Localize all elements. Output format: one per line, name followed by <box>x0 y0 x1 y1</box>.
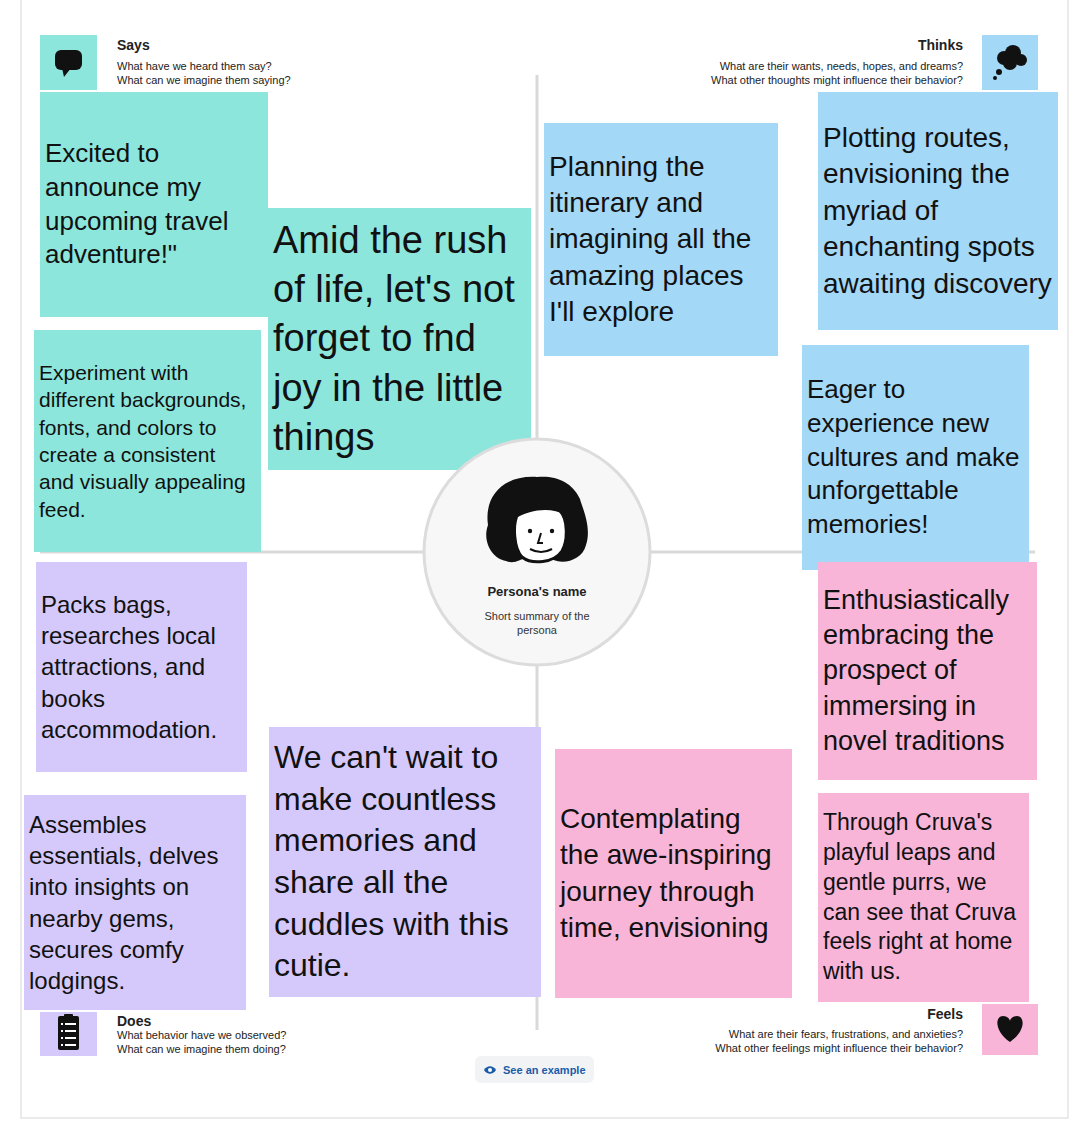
sticky-note: Planning the itinerary and imagining all… <box>544 123 778 356</box>
quadrant-prompt: What have we heard them say? <box>117 60 272 72</box>
button-label: See an example <box>503 1064 586 1076</box>
note-text: Packs bags, researches local attractions… <box>41 589 242 745</box>
persona-face-part <box>486 477 588 563</box>
quadrant-prompt: What can we imagine them doing? <box>117 1043 286 1055</box>
note-text: Eager to experience new cultures and mak… <box>807 373 1024 542</box>
does-icon-part <box>65 1044 76 1046</box>
persona-circle-shape <box>424 439 650 665</box>
thinks-icon-part <box>982 35 1038 90</box>
quadrant-prompt: What other feelings might influence thei… <box>715 1042 963 1054</box>
does-icon-part <box>40 1012 97 1056</box>
eye-icon <box>483 1065 497 1075</box>
thinks-icon-part <box>993 76 997 80</box>
quadrant-prompt: What are their wants, needs, hopes, and … <box>720 60 963 72</box>
does-icon-part <box>65 1037 76 1039</box>
sticky-note: We can't wait to make countless memories… <box>269 727 541 997</box>
sticky-note: Contemplating the awe-inspiring journey … <box>555 749 792 998</box>
does-icon-part <box>61 1037 63 1039</box>
does-icon-part <box>65 1023 76 1025</box>
sticky-note: Eager to experience new cultures and mak… <box>802 345 1029 570</box>
note-text: Assembles essentials, delves into insigh… <box>29 809 241 996</box>
note-text: Contemplating the awe-inspiring journey … <box>560 801 787 947</box>
sticky-note: Experiment with different backgrounds, f… <box>34 330 261 552</box>
quadrant-prompt: What are their fears, frustrations, and … <box>729 1028 963 1040</box>
thinks-icon <box>982 35 1038 90</box>
note-text: We can't wait to make countless memories… <box>274 737 536 987</box>
thinks-icon-part <box>996 69 1002 75</box>
persona-face-part <box>538 533 543 543</box>
says-icon-part <box>62 68 71 77</box>
eye-icon-pupil <box>488 1068 492 1072</box>
does-icon-part <box>58 1016 79 1050</box>
note-text: Amid the rush of life, let's not forget … <box>273 216 526 463</box>
note-text: Plotting routes, envisioning the myriad … <box>823 120 1053 302</box>
thinks-icon-part <box>1003 56 1017 70</box>
persona-face-part <box>528 529 532 533</box>
persona-name: Persona's name <box>487 583 586 601</box>
feels-icon-part <box>982 1004 1038 1055</box>
sticky-note: Amid the rush of life, let's not forget … <box>268 208 531 470</box>
feels-icon-part <box>997 1016 1022 1042</box>
persona-face-part <box>530 549 552 552</box>
sticky-note: Plotting routes, envisioning the myriad … <box>818 92 1058 330</box>
quadrant-heading: Does <box>117 1013 151 1029</box>
quadrant-prompt: What behavior have we observed? <box>117 1029 286 1041</box>
note-text: Excited to announce my upcoming travel a… <box>45 137 263 272</box>
page-frame-part <box>21 0 1068 1118</box>
does-icon-part <box>64 1014 73 1018</box>
persona-face-part <box>550 529 554 533</box>
does-icon-part <box>65 1030 76 1032</box>
sticky-note: Assembles essentials, delves into insigh… <box>24 795 246 1010</box>
sticky-note: Enthusiastically embracing the prospect … <box>818 562 1037 780</box>
quadrant-heading: Says <box>117 37 150 53</box>
does-icon <box>40 1012 97 1056</box>
sticky-note: Excited to announce my upcoming travel a… <box>40 92 268 317</box>
quadrant-prompt: What other thoughts might influence thei… <box>711 74 963 86</box>
example-button: See an example <box>475 1056 594 1083</box>
does-icon-part <box>61 1030 63 1032</box>
says-icon-part <box>55 50 82 70</box>
does-icon-part <box>61 1023 63 1025</box>
quadrant-prompt: What can we imagine them saying? <box>117 74 291 86</box>
quadrant-heading: Feels <box>927 1006 963 1022</box>
persona-face-part <box>514 503 566 519</box>
note-text: Enthusiastically embracing the prospect … <box>823 583 1032 758</box>
persona-face-icon <box>486 477 588 563</box>
note-text: Through Cruva's playful leaps and gentle… <box>823 808 1024 987</box>
note-text: Experiment with different backgrounds, f… <box>39 359 256 523</box>
says-icon-part <box>40 35 97 90</box>
says-icon <box>40 35 97 90</box>
feels-icon <box>982 1004 1038 1055</box>
note-text: Planning the itinerary and imagining all… <box>549 149 773 331</box>
does-icon-part <box>61 1044 63 1046</box>
sticky-note: Through Cruva's playful leaps and gentle… <box>818 793 1029 1002</box>
page-frame <box>21 0 1068 1118</box>
quadrant-heading: Thinks <box>918 37 963 53</box>
sticky-note: Packs bags, researches local attractions… <box>36 562 247 772</box>
persona-circle: Persona's nameShort summary of the perso… <box>422 437 652 667</box>
persona-summary: Short summary of the persona <box>472 609 602 639</box>
eye-icon-shape <box>484 1066 496 1074</box>
